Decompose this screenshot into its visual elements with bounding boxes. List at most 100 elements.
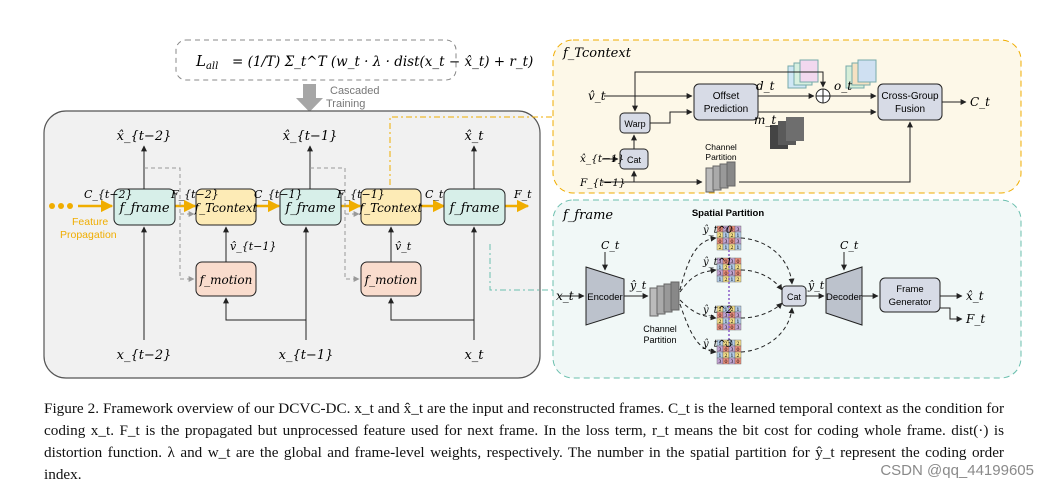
grid-cell-order: 0 <box>724 271 727 277</box>
grid-cell-order: 3 <box>736 239 739 245</box>
recon-dashed-path <box>144 167 195 282</box>
frame-connector <box>489 244 553 291</box>
grid-cell-order: 2 <box>730 319 733 325</box>
grid-cell-order: 1 <box>724 233 727 239</box>
frame-block-2: f_frame <box>279 188 342 226</box>
cascaded-label-2: Training <box>326 98 365 110</box>
grid-cell-order: 2 <box>736 277 739 283</box>
svg-text:Generator: Generator <box>889 297 932 308</box>
grid-cell-order: 2 <box>724 341 727 347</box>
grid-cell-order: 2 <box>724 265 727 271</box>
input-label: x_{t−1} <box>279 348 334 363</box>
grid-cell-order: 0 <box>730 313 733 319</box>
grid-cell <box>734 275 742 283</box>
frame-label: ŷ_t <box>629 279 647 292</box>
context-label: v̂_t <box>588 89 606 103</box>
grid-cell-order: 3 <box>718 271 721 277</box>
input-label: x_t <box>464 348 484 363</box>
context-block-1: f_Tcontext <box>194 188 258 226</box>
watermark: CSDN @qq_44199605 <box>880 462 1034 479</box>
context-arrow <box>739 121 913 183</box>
grid-cell-order: 1 <box>730 341 733 347</box>
context-label: m_t <box>754 113 776 127</box>
motion-block-label: f_motion <box>364 273 418 287</box>
grid-cell-order: 3 <box>730 271 733 277</box>
propagation-dot <box>67 203 73 209</box>
channel-partition-label-2: Partition <box>705 152 736 162</box>
grid-cell-order: 3 <box>718 347 721 353</box>
loss-lhs: Lall <box>195 52 218 72</box>
grid-cell-order: 0 <box>724 259 727 265</box>
frame-panel-title: f_frame <box>562 208 613 223</box>
offset-output-stack <box>845 59 877 89</box>
grid-cell-order: 3 <box>718 359 721 365</box>
context-label: x̂_{t−1} <box>580 153 624 165</box>
grid-cell-order: 1 <box>718 353 721 359</box>
grid-cell-order: 1 <box>736 307 739 313</box>
channel-partition-stack <box>705 161 736 193</box>
offset-prediction-block: Offset Prediction <box>693 83 759 121</box>
frame-block-3: f_frame <box>443 188 506 226</box>
grid-cell-order: 3 <box>724 227 727 233</box>
group-label: ŷ_t^0 <box>702 225 733 236</box>
context-label: F_{t−1} <box>579 177 626 189</box>
grid-cell-order: 2 <box>718 233 721 239</box>
grid-cell-order: 1 <box>718 341 721 347</box>
context-arrow <box>650 109 693 124</box>
frame-label: F_t <box>965 312 985 326</box>
grid-cell-order: 2 <box>736 265 739 271</box>
frame-generator-block: Frame Generator <box>879 277 941 313</box>
grid-cell-order: 1 <box>736 245 739 251</box>
grid-cell-order: 3 <box>724 313 727 319</box>
cascaded-training-arrow <box>296 84 323 112</box>
context-label: C_t <box>970 95 990 109</box>
output-label: x̂_{t−2} <box>117 129 172 144</box>
grid-cell-order: 0 <box>730 325 733 331</box>
frame-label: x̂_t <box>966 289 984 303</box>
motion-input-arrow <box>388 297 474 321</box>
grid-cell-order: 0 <box>718 313 721 319</box>
svg-text:Cat: Cat <box>627 155 642 165</box>
decoder-block: Decoder <box>825 266 863 326</box>
grid-cell-order: 3 <box>730 259 733 265</box>
grid-cell-order: 2 <box>730 307 733 313</box>
feature-label: F_{t−2} <box>170 188 219 201</box>
frame-block-label: f_frame <box>284 201 335 216</box>
propagation-dot <box>58 203 64 209</box>
motion-label: v̂_t <box>395 240 412 253</box>
grid-cell-order: 0 <box>736 347 739 353</box>
frame-block-label: f_frame <box>448 201 499 216</box>
grid-cell-order: 2 <box>736 353 739 359</box>
feature-label: F_{t−1} <box>336 188 385 201</box>
group-label: ŷ_t^3 <box>702 339 732 350</box>
recon-dashed-path <box>310 167 360 282</box>
grid-cell-order: 1 <box>736 233 739 239</box>
motion-block-label: f_motion <box>199 273 253 287</box>
grid-cell-order: 2 <box>718 245 721 251</box>
output-label: x̂_t <box>464 129 484 144</box>
context-label: d_t <box>756 79 775 93</box>
feature-label: F_t <box>513 188 532 201</box>
svg-text:Frame: Frame <box>896 284 923 295</box>
grid-cell-order: 2 <box>718 319 721 325</box>
loss-box <box>175 39 457 81</box>
svg-text:Fusion: Fusion <box>895 104 925 115</box>
group-arrow <box>740 307 795 353</box>
propagation-dot <box>49 203 55 209</box>
svg-text:Warp: Warp <box>624 119 645 129</box>
frame-arrow <box>940 307 963 322</box>
cross-group-fusion-block: Cross-Group Fusion <box>877 83 943 121</box>
grid-cell-order: 3 <box>730 347 733 353</box>
context-arrow <box>634 71 826 96</box>
grid-cell-order: 0 <box>736 359 739 365</box>
feature-label: C_{t−2} <box>84 188 133 201</box>
cascaded-label-1: Cascaded <box>330 85 380 97</box>
context-block-label: f_Tcontext <box>359 201 423 215</box>
grid-cell-order: 2 <box>736 341 739 347</box>
group-label: ŷ_t^2 <box>702 305 732 316</box>
grid-cell-order: 1 <box>724 307 727 313</box>
